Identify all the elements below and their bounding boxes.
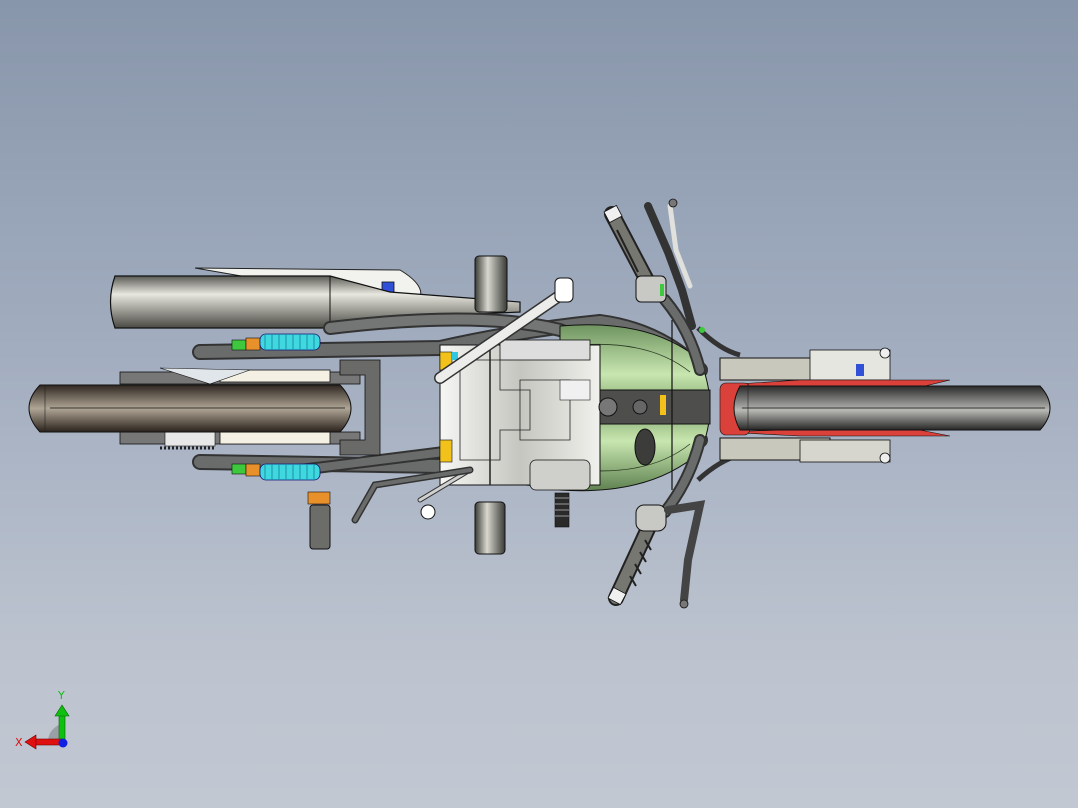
swingarm[interactable] (119, 359, 381, 456)
front-fork-top[interactable] (719, 347, 891, 381)
brake-pedal[interactable] (351, 466, 474, 524)
y-axis-label: Y (57, 689, 65, 702)
y-axis-arrow (54, 704, 70, 743)
intake-tube[interactable] (434, 277, 574, 384)
footpeg-right[interactable] (474, 501, 506, 555)
engine[interactable] (439, 339, 601, 491)
triad-plane (47, 724, 62, 742)
handlebar-left[interactable] (603, 198, 741, 376)
z-axis-dot (58, 738, 68, 748)
x-axis-label: X (15, 736, 23, 749)
rear-footpeg[interactable] (307, 491, 331, 550)
rear-shock-bottom[interactable] (231, 463, 321, 481)
kickstand[interactable] (417, 467, 473, 520)
steering-head[interactable] (598, 320, 711, 490)
side-stand-spring[interactable] (554, 492, 570, 528)
footpeg-left[interactable] (474, 255, 508, 313)
rear-tire[interactable] (28, 384, 352, 433)
coordinate-triad: Y X (15, 689, 70, 750)
front-tire[interactable] (733, 385, 1051, 431)
front-fork-bottom[interactable] (719, 437, 891, 464)
handlebar-right[interactable] (607, 434, 741, 609)
rear-shock-top[interactable] (231, 333, 321, 351)
